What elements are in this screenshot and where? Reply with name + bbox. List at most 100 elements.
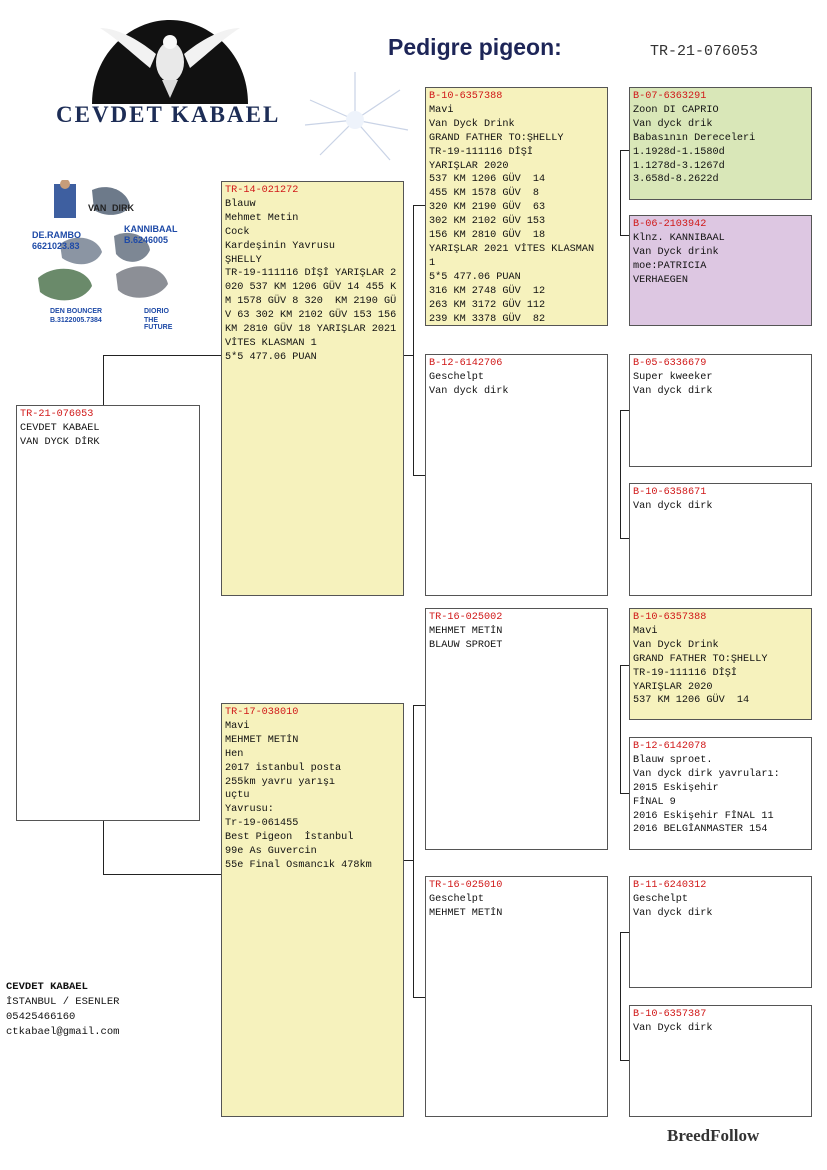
card-line: BLAUW SPROET — [429, 639, 503, 651]
card-line: 1.1928d-1.1580d — [633, 146, 725, 158]
card-line: 2017 istanbul posta — [225, 762, 342, 774]
pigeon-collage: DE.RAMBO 6621023.83 VAN DIRK KANNIBAAL B… — [32, 179, 182, 331]
card-line: Van Dyck Drink — [429, 118, 515, 130]
card-line: Kardeşinin Yavrusu — [225, 240, 336, 252]
light-burst-icon — [300, 70, 410, 170]
brand-name: CEVDET KABAEL — [56, 102, 281, 127]
card-line: Mavi — [225, 720, 250, 732]
brand-logo — [90, 14, 250, 104]
card-line: 2016 BELGİANMASTER 154 — [633, 824, 768, 836]
connector-line — [413, 997, 425, 998]
page-title: Pedigre pigeon: — [388, 34, 562, 60]
card-line: 320 KM 2190 GÜV 63 — [429, 202, 546, 214]
connector-line — [103, 355, 104, 405]
card-line: Geschelpt — [633, 893, 689, 905]
contact-phone[interactable]: 05425466160 — [6, 1011, 76, 1023]
card-line: Van dyck drik — [633, 118, 713, 130]
card-line: VAN DYCK DİRK — [20, 436, 100, 448]
card-line: 99e As Guvercin — [225, 846, 317, 858]
connector-line — [620, 932, 629, 933]
connector-line — [103, 874, 221, 875]
connector-line — [413, 205, 414, 475]
card-line: Van dyck dirk — [633, 385, 713, 397]
card-line: TR-19-111116 DİŞİ — [429, 146, 533, 158]
contact-name: CEVDET KABAEL — [6, 981, 88, 993]
ring-number: B-12-6142078 — [633, 741, 707, 752]
card-line: Van dyck dirk — [633, 500, 713, 512]
card-line: Geschelpt — [429, 893, 485, 905]
card-line: 316 KM 2748 GÜV 12 — [429, 285, 546, 297]
card-line: 1.1278d-3.1267d — [633, 160, 725, 172]
ring-number: TR-16-025002 — [429, 612, 503, 623]
ring-number: TR-21-076053 — [20, 409, 94, 420]
collage-label-den-bouncer-number: B.3122005.7384 — [50, 317, 102, 324]
ring-number: B-10-6357388 — [429, 91, 503, 102]
collage-label-diorio: DIORIO — [144, 308, 169, 315]
collage-label-dirk: DIRK — [112, 203, 134, 213]
connector-line — [620, 1060, 629, 1061]
connector-line — [620, 235, 629, 236]
connector-line — [620, 410, 621, 538]
card-line: Mehmet Metin — [225, 212, 299, 224]
card-line: uçtu — [225, 790, 250, 802]
connector-line — [620, 410, 629, 411]
card-line: Blauw sproet. — [633, 754, 713, 766]
collage-label-den-bouncer: DEN BOUNCER — [50, 308, 103, 315]
card-line: Van dyck dirk — [633, 907, 713, 919]
collage-label-rambo-number: 6621023.83 — [32, 241, 80, 251]
card-line: 5*5 477.06 PUAN — [429, 271, 521, 283]
card-line: TR-19-111116 DİŞİ — [633, 667, 737, 679]
card-line: MEHMET METİN — [429, 907, 503, 919]
card-line: Tr-19-061455 — [225, 818, 299, 830]
contact-city: İSTANBUL / ESENLER — [6, 996, 120, 1008]
connector-line — [620, 793, 629, 794]
ring-number: TR-14-021272 — [225, 185, 299, 196]
card-line: 537 KM 1206 GÜV 14 — [633, 695, 750, 707]
collage-label-van: VAN — [88, 203, 107, 213]
contact-email[interactable]: ctkabael@gmail.com — [6, 1026, 120, 1038]
card-line: 3.658d-8.2622d — [633, 174, 719, 186]
ring-number: B-10-6358671 — [633, 487, 707, 498]
card-line: YARIŞLAR 2021 VİTES KLASMAN 1 — [429, 243, 601, 269]
card-line: Van Dyck drink — [633, 246, 719, 258]
collage-label-rambo: DE.RAMBO — [32, 230, 81, 240]
card-line: Yavrusu: — [225, 804, 274, 816]
card-line: Klnz. KANNIBAAL — [633, 232, 725, 244]
card-line: YARIŞLAR 2020 — [633, 681, 713, 693]
connector-line — [413, 475, 425, 476]
connector-line — [413, 705, 425, 706]
ring-number: B-07-6363291 — [633, 91, 707, 102]
card-line: Van dyck dirk — [429, 385, 509, 397]
card-line: VERHAEGEN — [633, 274, 689, 286]
card-line: CEVDET KABAEL — [20, 422, 100, 434]
ring-number: B-10-6357387 — [633, 1009, 707, 1020]
connector-line — [620, 538, 629, 539]
collage-label-kannibaal-number: B.6246005 — [124, 235, 169, 245]
card-line: 2016 Eskişehir FİNAL 11 — [633, 810, 774, 822]
card-line: Hen — [225, 748, 244, 760]
card-line: Van Dyck Drink — [633, 639, 719, 651]
ring-number: TR-17-038010 — [225, 707, 299, 718]
card-line: TR-19-111116 DİŞİ YARIŞLAR 2020 537 KM 1… — [225, 268, 403, 349]
card-line: MEHMET METİN — [429, 625, 503, 637]
collage-label-kannibaal: KANNIBAAL — [124, 224, 178, 234]
card-line: 537 KM 1206 GÜV 14 — [429, 174, 546, 186]
connector-line — [413, 205, 425, 206]
card-line: 263 KM 3172 GÜV 112 — [429, 299, 546, 311]
card-line: Blauw — [225, 198, 256, 210]
ring-number: B-10-6357388 — [633, 612, 707, 623]
card-line: YARIŞLAR 2020 — [429, 160, 509, 172]
card-line: 2015 Eskişehir — [633, 782, 719, 794]
footer-brand: BreedFollow — [667, 1126, 760, 1145]
connector-line — [620, 665, 621, 793]
